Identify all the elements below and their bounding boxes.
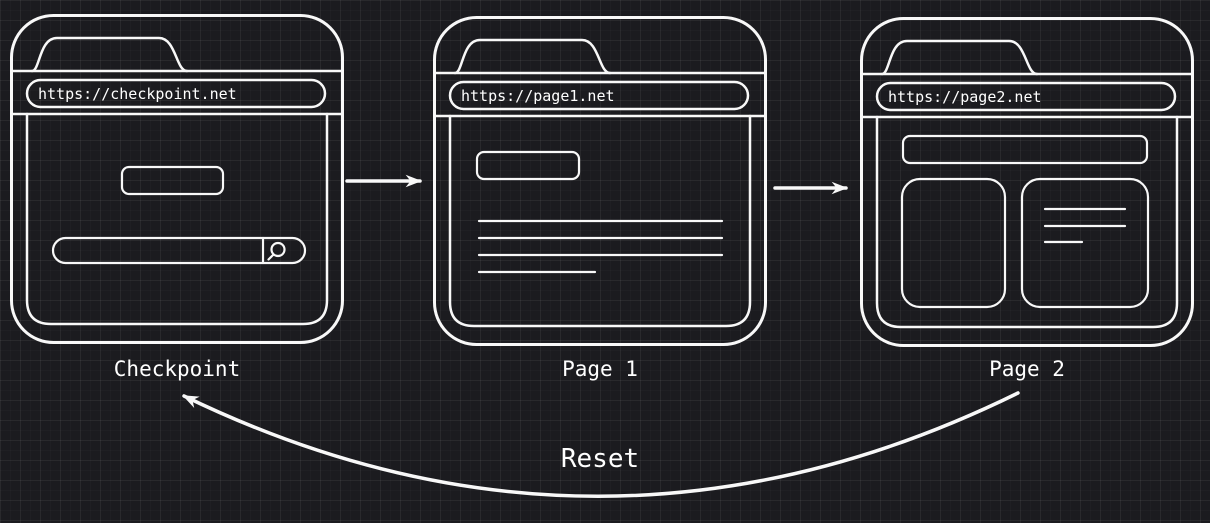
search-bar (51, 236, 307, 265)
url-bar (875, 81, 1177, 112)
browser-frame (10, 14, 344, 344)
browser-page2-drawing: https://page2.net (860, 17, 1194, 347)
url-text: https://checkpoint.net (38, 85, 237, 103)
browser-tab (30, 36, 189, 73)
reset-label: Reset (560, 444, 640, 474)
button-placeholder (120, 165, 225, 196)
url-text: https://page2.net (888, 88, 1042, 106)
browser-window-page2: https://page2.net (860, 17, 1194, 347)
content-panel (448, 114, 752, 328)
text-lines (477, 219, 724, 274)
content-panel (875, 115, 1179, 329)
button-placeholder (475, 150, 581, 181)
browser-window-checkpoint: https://checkpoint.net (10, 14, 344, 344)
card-placeholder-right (1020, 177, 1150, 309)
card-placeholder-left (900, 177, 1007, 309)
browser-frame (860, 17, 1194, 347)
browser-checkpoint-drawing: https://checkpoint.net (10, 14, 344, 344)
url-text: https://page1.net (461, 87, 615, 105)
browser-tab (453, 38, 612, 75)
browser-label-checkpoint: Checkpoint (113, 357, 241, 381)
browser-label-page1: Page 1 (562, 357, 638, 381)
browser-label-page2: Page 2 (989, 357, 1065, 381)
url-bar (448, 80, 750, 111)
banner-placeholder (901, 134, 1149, 165)
content-panel (25, 112, 329, 326)
browser-page1-drawing: https://page1.net (433, 16, 767, 346)
search-icon (267, 241, 286, 261)
browser-window-page1: https://page1.net (433, 16, 767, 346)
url-bar (25, 78, 327, 109)
text-lines (1043, 207, 1127, 244)
browser-tab (880, 39, 1039, 76)
browser-frame (433, 16, 767, 346)
